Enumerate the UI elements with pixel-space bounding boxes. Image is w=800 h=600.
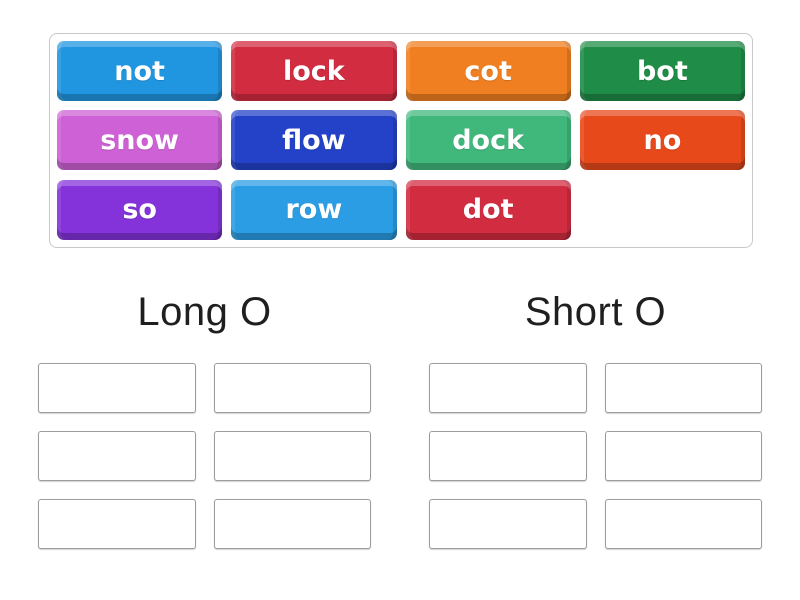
tile-snow[interactable]: snow <box>57 110 223 171</box>
tile-cot[interactable]: cot <box>405 41 571 101</box>
tile-row[interactable]: row <box>231 179 397 240</box>
long-o-slot[interactable] <box>213 363 371 413</box>
tile-dot[interactable]: dot <box>405 179 571 240</box>
long-o-slot[interactable] <box>213 499 371 549</box>
group-long-o-slots <box>38 363 371 549</box>
long-o-slot[interactable] <box>213 431 371 481</box>
group-long-o-title: Long O <box>137 290 272 334</box>
long-o-slot[interactable] <box>38 431 196 481</box>
short-o-slot[interactable] <box>429 431 587 481</box>
long-o-slot[interactable] <box>38 363 196 413</box>
short-o-slot[interactable] <box>604 499 762 549</box>
tile-not[interactable]: not <box>57 41 223 101</box>
group-short-o-slots <box>429 363 762 549</box>
short-o-slot[interactable] <box>429 499 587 549</box>
group-short-o-title: Short O <box>524 290 667 334</box>
tile-no[interactable]: no <box>579 110 745 171</box>
word-bank-tray: not lock cot bot snow flow dock no so ro… <box>49 33 753 248</box>
tile-dock[interactable]: dock <box>405 110 571 171</box>
group-short-o: Short O <box>429 290 762 549</box>
tile-so[interactable]: so <box>57 179 223 240</box>
tile-flow[interactable]: flow <box>231 110 397 171</box>
short-o-slot[interactable] <box>429 363 587 413</box>
group-long-o: Long O <box>38 290 371 549</box>
long-o-slot[interactable] <box>38 499 196 549</box>
short-o-slot[interactable] <box>604 431 762 481</box>
tile-bot[interactable]: bot <box>579 41 745 101</box>
short-o-slot[interactable] <box>604 363 762 413</box>
tile-lock[interactable]: lock <box>231 41 397 101</box>
